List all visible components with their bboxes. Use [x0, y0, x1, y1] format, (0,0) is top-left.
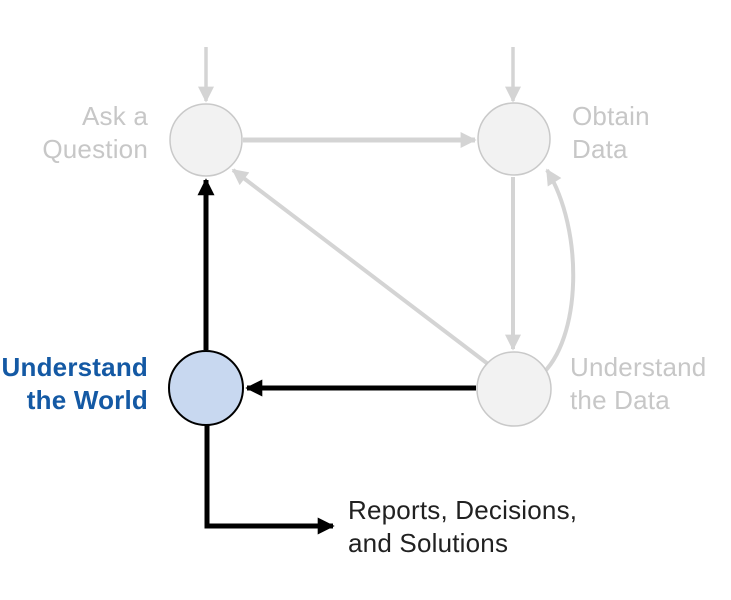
node-obtain-data [477, 102, 551, 176]
label-ask-a-question: Ask a Question [42, 101, 148, 164]
label-reports-decisions-solutions: Reports, Decisions, and Solutions [348, 495, 578, 558]
arrow-understand-data-to-ask-question [231, 168, 490, 366]
nodes [168, 102, 552, 427]
label-understand-the-world: Understand the World [1, 352, 148, 415]
active-edges [197, 178, 476, 535]
arrow-understand-data-to-obtain-data-curve [538, 168, 576, 378]
label-understand-the-data: Understand the Data [570, 352, 707, 415]
label-obtain-data: Obtain Data [572, 101, 650, 164]
node-ask-a-question [169, 103, 243, 177]
arrow-understand-world-to-output [204, 425, 335, 535]
inactive-edges [198, 47, 576, 378]
node-understand-the-world [168, 350, 244, 426]
node-understand-the-data [476, 351, 552, 427]
